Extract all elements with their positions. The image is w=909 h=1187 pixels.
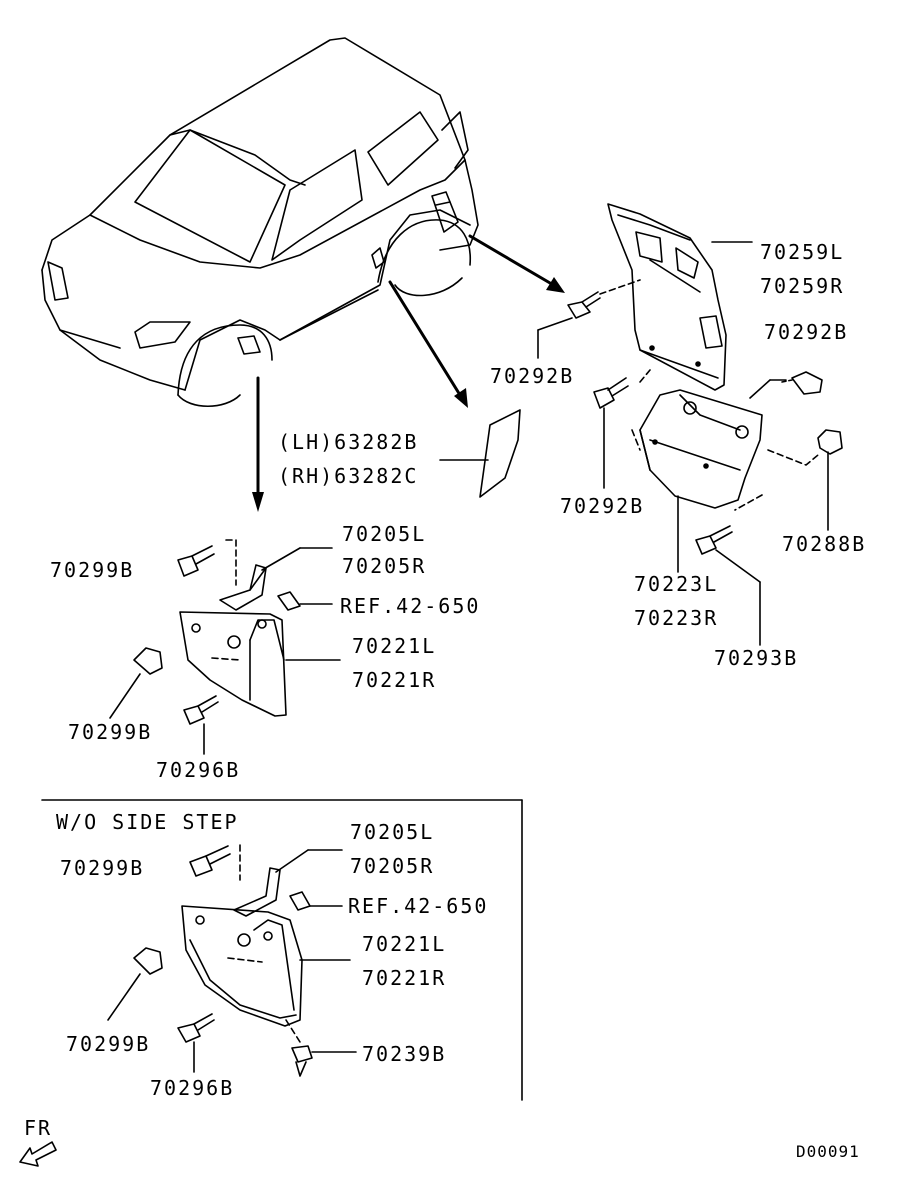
front-mud-guard: [109, 539, 341, 755]
diagram-code: D00091: [796, 1142, 860, 1161]
part-label-70221L-upper: 70221L: [352, 634, 437, 658]
fr-arrow-icon: [19, 1141, 57, 1167]
part-label-70205L-upper: 70205L: [342, 522, 427, 546]
part-label-70259R: 70259R: [760, 274, 845, 298]
part-label-70299B-lower-top: 70299B: [60, 856, 145, 880]
pointer-arrows: [252, 234, 565, 512]
part-label-70293B: 70293B: [714, 646, 799, 670]
ref-label-lower: REF.42-650: [348, 894, 489, 918]
part-label-70205L-lower: 70205L: [350, 820, 435, 844]
part-label-70288B: 70288B: [782, 532, 867, 556]
part-label-70221R-lower: 70221R: [362, 966, 447, 990]
part-label-70239B: 70239B: [362, 1042, 447, 1066]
part-label-63282C: (RH)63282C: [278, 464, 419, 488]
part-label-70223R: 70223R: [634, 606, 719, 630]
part-label-70259L: 70259L: [760, 240, 845, 264]
part-label-70299B-upper-mid: 70299B: [68, 720, 153, 744]
part-label-70296B-lower: 70296B: [150, 1076, 235, 1100]
part-label-70223L: 70223L: [634, 572, 719, 596]
part-label-70292B-mid: 70292B: [560, 494, 645, 518]
part-label-70221R-upper: 70221R: [352, 668, 437, 692]
part-label-70205R-lower: 70205R: [350, 854, 435, 878]
seal-part: [439, 409, 521, 498]
part-label-70296B-upper: 70296B: [156, 758, 241, 782]
part-label-70299B-lower-mid: 70299B: [66, 1032, 151, 1056]
part-label-70299B-upper-top: 70299B: [50, 558, 135, 582]
part-label-70205R-upper: 70205R: [342, 554, 427, 578]
part-label-63282B: (LH)63282B: [278, 430, 419, 454]
part-label-70221L-lower: 70221L: [362, 932, 447, 956]
vehicle-illustration: [41, 37, 479, 407]
part-label-70292B-right: 70292B: [764, 320, 849, 344]
lower-mud-guard: [593, 369, 843, 646]
rear-splash-shield: [537, 203, 753, 391]
front-label: FR: [24, 1116, 53, 1140]
box-title: W/O SIDE STEP: [56, 810, 239, 834]
without-side-step-box: [41, 799, 523, 1101]
part-label-70292B-left: 70292B: [490, 364, 575, 388]
ref-label-upper: REF.42-650: [340, 594, 481, 618]
alt-mud-guard: [107, 844, 357, 1077]
